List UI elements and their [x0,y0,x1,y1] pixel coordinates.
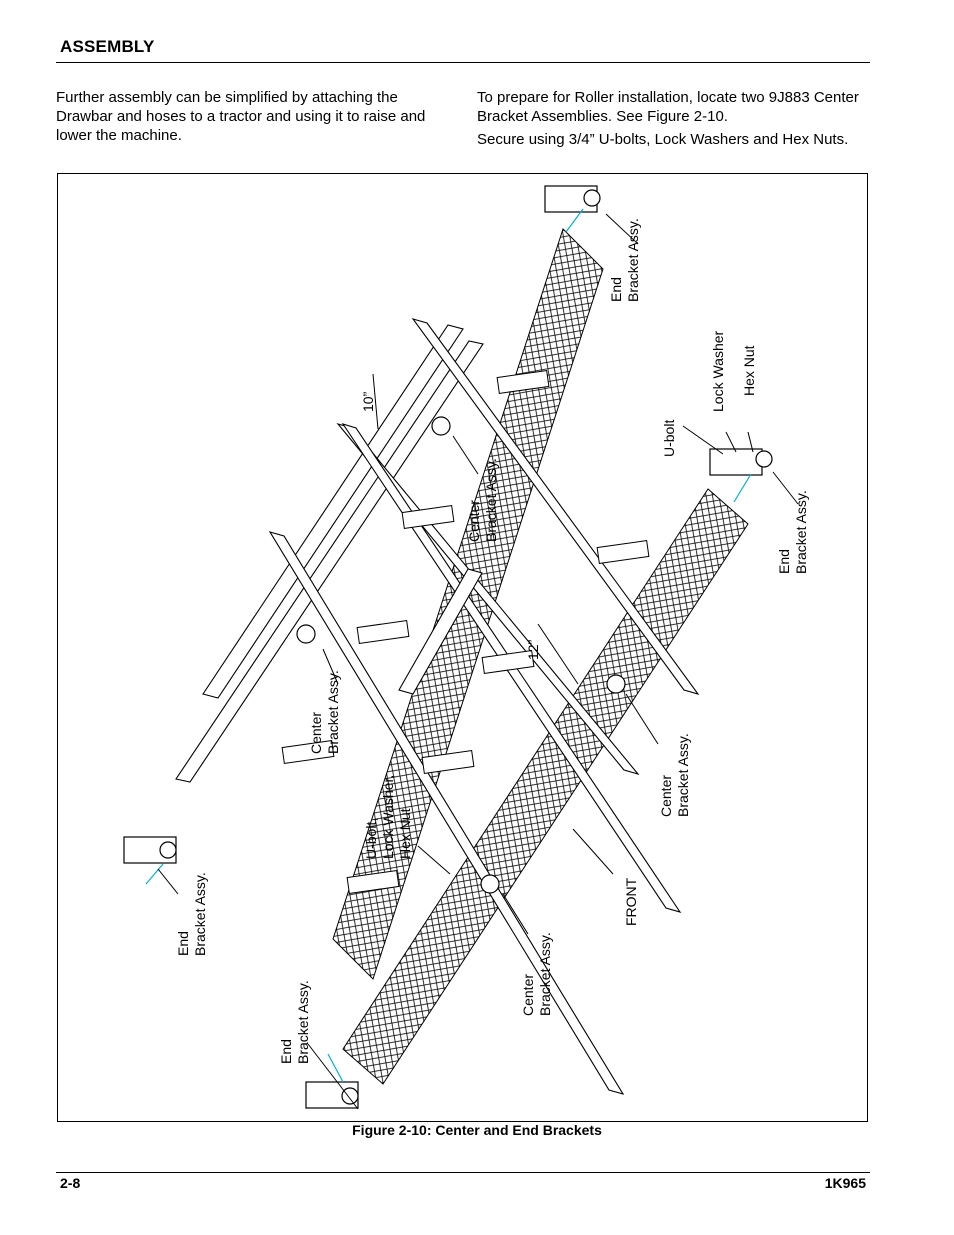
assembly-drawing [123,185,799,1110]
callout-lock-washer: Lock Washer [710,330,726,412]
callout-center-bracket-mid-right: Center Bracket Assy. [658,733,691,817]
left-paragraph: Further assembly can be simplified by at… [56,89,426,144]
callout-ubolt-lockwasher-hexnut: U-bolt, Lock Washer, Hex Nut [363,774,413,859]
callout-leaders [157,213,799,1110]
callout-dim-10: 10” [360,391,376,412]
callout-dim-12: 12” [525,639,541,660]
callout-center-bracket-mid-left: Center Bracket Assy. [308,670,341,754]
callout-end-bracket-bottom: End Bracket Assy. [278,980,311,1064]
callout-center-bracket-upper: Center Bracket Assy. [466,458,499,542]
callout-end-bracket-top-right: End Bracket Assy. [608,218,641,302]
callout-center-bracket-lower: Center Bracket Assy. [520,932,553,1016]
footer-rule [56,1172,870,1173]
callout-end-bracket-right: End Bracket Assy. [776,490,809,574]
section-title: ASSEMBLY [60,37,155,56]
callout-front: FRONT [623,877,639,926]
header-rule [56,62,870,63]
frame-tubes [175,318,700,1095]
callout-end-bracket-left: End Bracket Assy. [175,872,208,956]
figure-frame: End Bracket Assy. Center Bracket Assy. 1… [57,173,868,1122]
hidden-cyan-lines [145,208,752,1083]
left-column: Further assembly can be simplified by at… [56,88,454,149]
figure-caption: Figure 2-10: Center and End Brackets [352,1122,602,1138]
callout-hex-nut: Hex Nut [741,345,757,396]
right-paragraph-2: Secure using 3/4” U-bolts, Lock Washers … [477,131,849,148]
right-paragraph-1: To prepare for Roller installation, loca… [477,89,859,125]
document-number: 1K965 [824,1175,866,1191]
page-number: 2-8 [60,1175,81,1191]
right-column: To prepare for Roller installation, loca… [477,88,873,153]
end-brackets [123,185,773,1109]
callout-u-bolt: U-bolt [661,419,677,457]
center-brackets [296,416,626,894]
bracket-blocks [281,370,650,894]
